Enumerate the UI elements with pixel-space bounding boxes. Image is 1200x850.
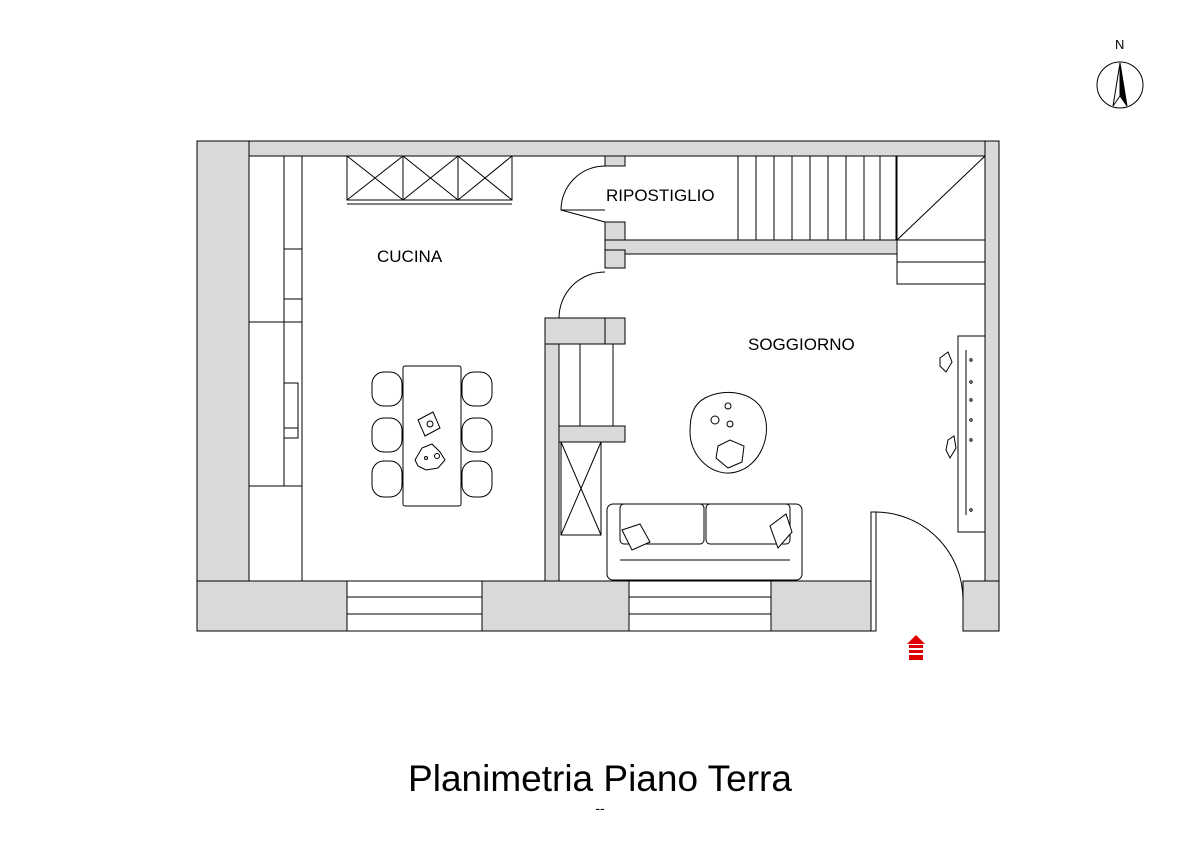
tv-console xyxy=(939,335,986,533)
staircase xyxy=(737,155,986,285)
wall-partition-fireplace xyxy=(558,425,626,443)
window-living xyxy=(628,580,772,632)
entrance-arrow-icon xyxy=(907,635,925,660)
wall-storage-left-top xyxy=(604,155,626,167)
room-label-kitchen: CUCINA xyxy=(377,247,443,266)
windows xyxy=(346,580,772,632)
coffee-table xyxy=(689,391,767,474)
dining-table xyxy=(371,365,493,507)
room-label-storage: RIPOSTIGLIO xyxy=(606,186,715,205)
page-subtitle: -- xyxy=(595,800,605,816)
kitchen-top-cabinets xyxy=(346,155,513,205)
living-furniture xyxy=(559,335,986,632)
sofa xyxy=(606,503,803,581)
walls xyxy=(196,140,1000,632)
entrance-door xyxy=(870,511,964,632)
kitchen-counter xyxy=(248,155,303,582)
kitchen-furniture xyxy=(248,155,606,582)
fireplace xyxy=(559,343,614,427)
storage-room xyxy=(560,165,606,223)
wall-bottom-3 xyxy=(770,580,872,632)
wall-bottom-4 xyxy=(962,580,1000,632)
wall-right xyxy=(984,140,1000,632)
room-label-living: SOGGIORNO xyxy=(748,335,855,354)
wall-left xyxy=(196,140,250,632)
wall-storage-stub xyxy=(604,249,626,269)
wall-storage-bottom xyxy=(604,239,898,255)
shelving-unit xyxy=(560,441,602,536)
wall-partition-lower xyxy=(544,327,560,582)
north-arrow-icon: N xyxy=(1096,37,1144,109)
wall-top xyxy=(196,140,1000,157)
kitchen-door-swing xyxy=(558,271,606,319)
page-title: Planimetria Piano Terra xyxy=(408,758,792,799)
wall-partition-stub xyxy=(604,317,626,345)
wall-bottom-2 xyxy=(481,580,630,632)
north-label: N xyxy=(1115,37,1124,52)
wall-bottom-1 xyxy=(196,580,348,632)
storage-door-swing xyxy=(560,165,606,211)
window-kitchen xyxy=(346,580,483,632)
